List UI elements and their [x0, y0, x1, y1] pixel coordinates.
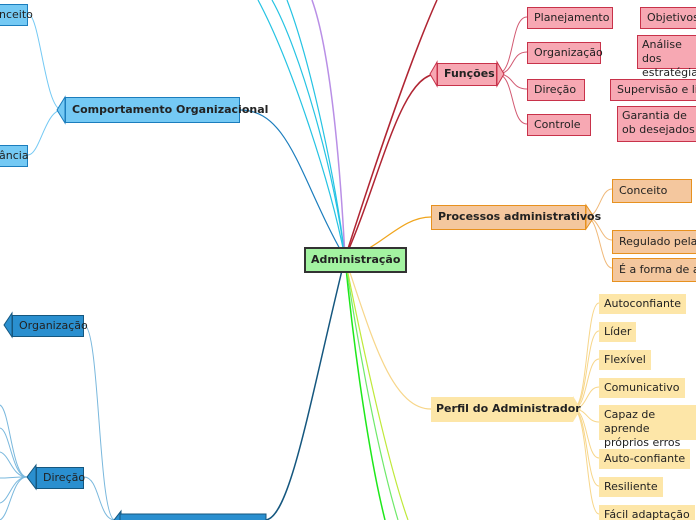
trait-lider[interactable]: Líder — [599, 322, 637, 342]
topic-comportamento[interactable]: Comportamento Organizacional — [65, 97, 268, 123]
detail-organizacao[interactable]: Análise dos estratégias — [637, 35, 696, 79]
subtopic-conceito-left[interactable]: nceito — [0, 4, 33, 26]
subtopic-regulado[interactable]: Regulado pela — [612, 230, 696, 254]
subtopic-planejamento[interactable]: Planejamento — [527, 7, 613, 29]
detail-planejamento[interactable]: Objetivos — [640, 7, 696, 29]
subtopic-direcao-left[interactable]: Direção — [36, 467, 85, 489]
subtopic-ancia-left[interactable]: ância — [0, 145, 29, 167]
trait-aprende-erros[interactable]: Capaz de aprende próprios erros — [599, 405, 696, 449]
trait-auto-confiante[interactable]: Auto-confiante — [599, 449, 691, 469]
trait-comunicativo[interactable]: Comunicativo — [599, 378, 685, 398]
subtopic-forma[interactable]: É a forma de at — [612, 258, 696, 282]
detail-direcao[interactable]: Supervisão e lid — [610, 79, 696, 101]
topic-perfil[interactable]: Perfil do Administrador — [431, 397, 581, 422]
subtopic-conceito[interactable]: Conceito — [612, 179, 692, 203]
detail-controle[interactable]: Garantia de ob desejados — [617, 106, 696, 142]
subtopic-direcao[interactable]: Direção — [527, 79, 585, 101]
trait-facil-adaptacao[interactable]: Fácil adaptação — [599, 505, 695, 520]
subtopic-organizacao[interactable]: Organização — [527, 42, 603, 64]
central-topic[interactable]: Administração — [304, 247, 408, 273]
trait-resiliente[interactable]: Resiliente — [599, 477, 663, 497]
trait-flexivel[interactable]: Flexível — [599, 350, 651, 370]
subtopic-controle[interactable]: Controle — [527, 114, 591, 136]
topic-processos[interactable]: Processos administrativos — [431, 205, 601, 230]
topic-funcoes[interactable]: Funções — [437, 63, 497, 86]
subtopic-organizacao-left[interactable]: Organização — [12, 315, 88, 337]
trait-autoconfiante[interactable]: Autoconfiante — [599, 294, 687, 314]
